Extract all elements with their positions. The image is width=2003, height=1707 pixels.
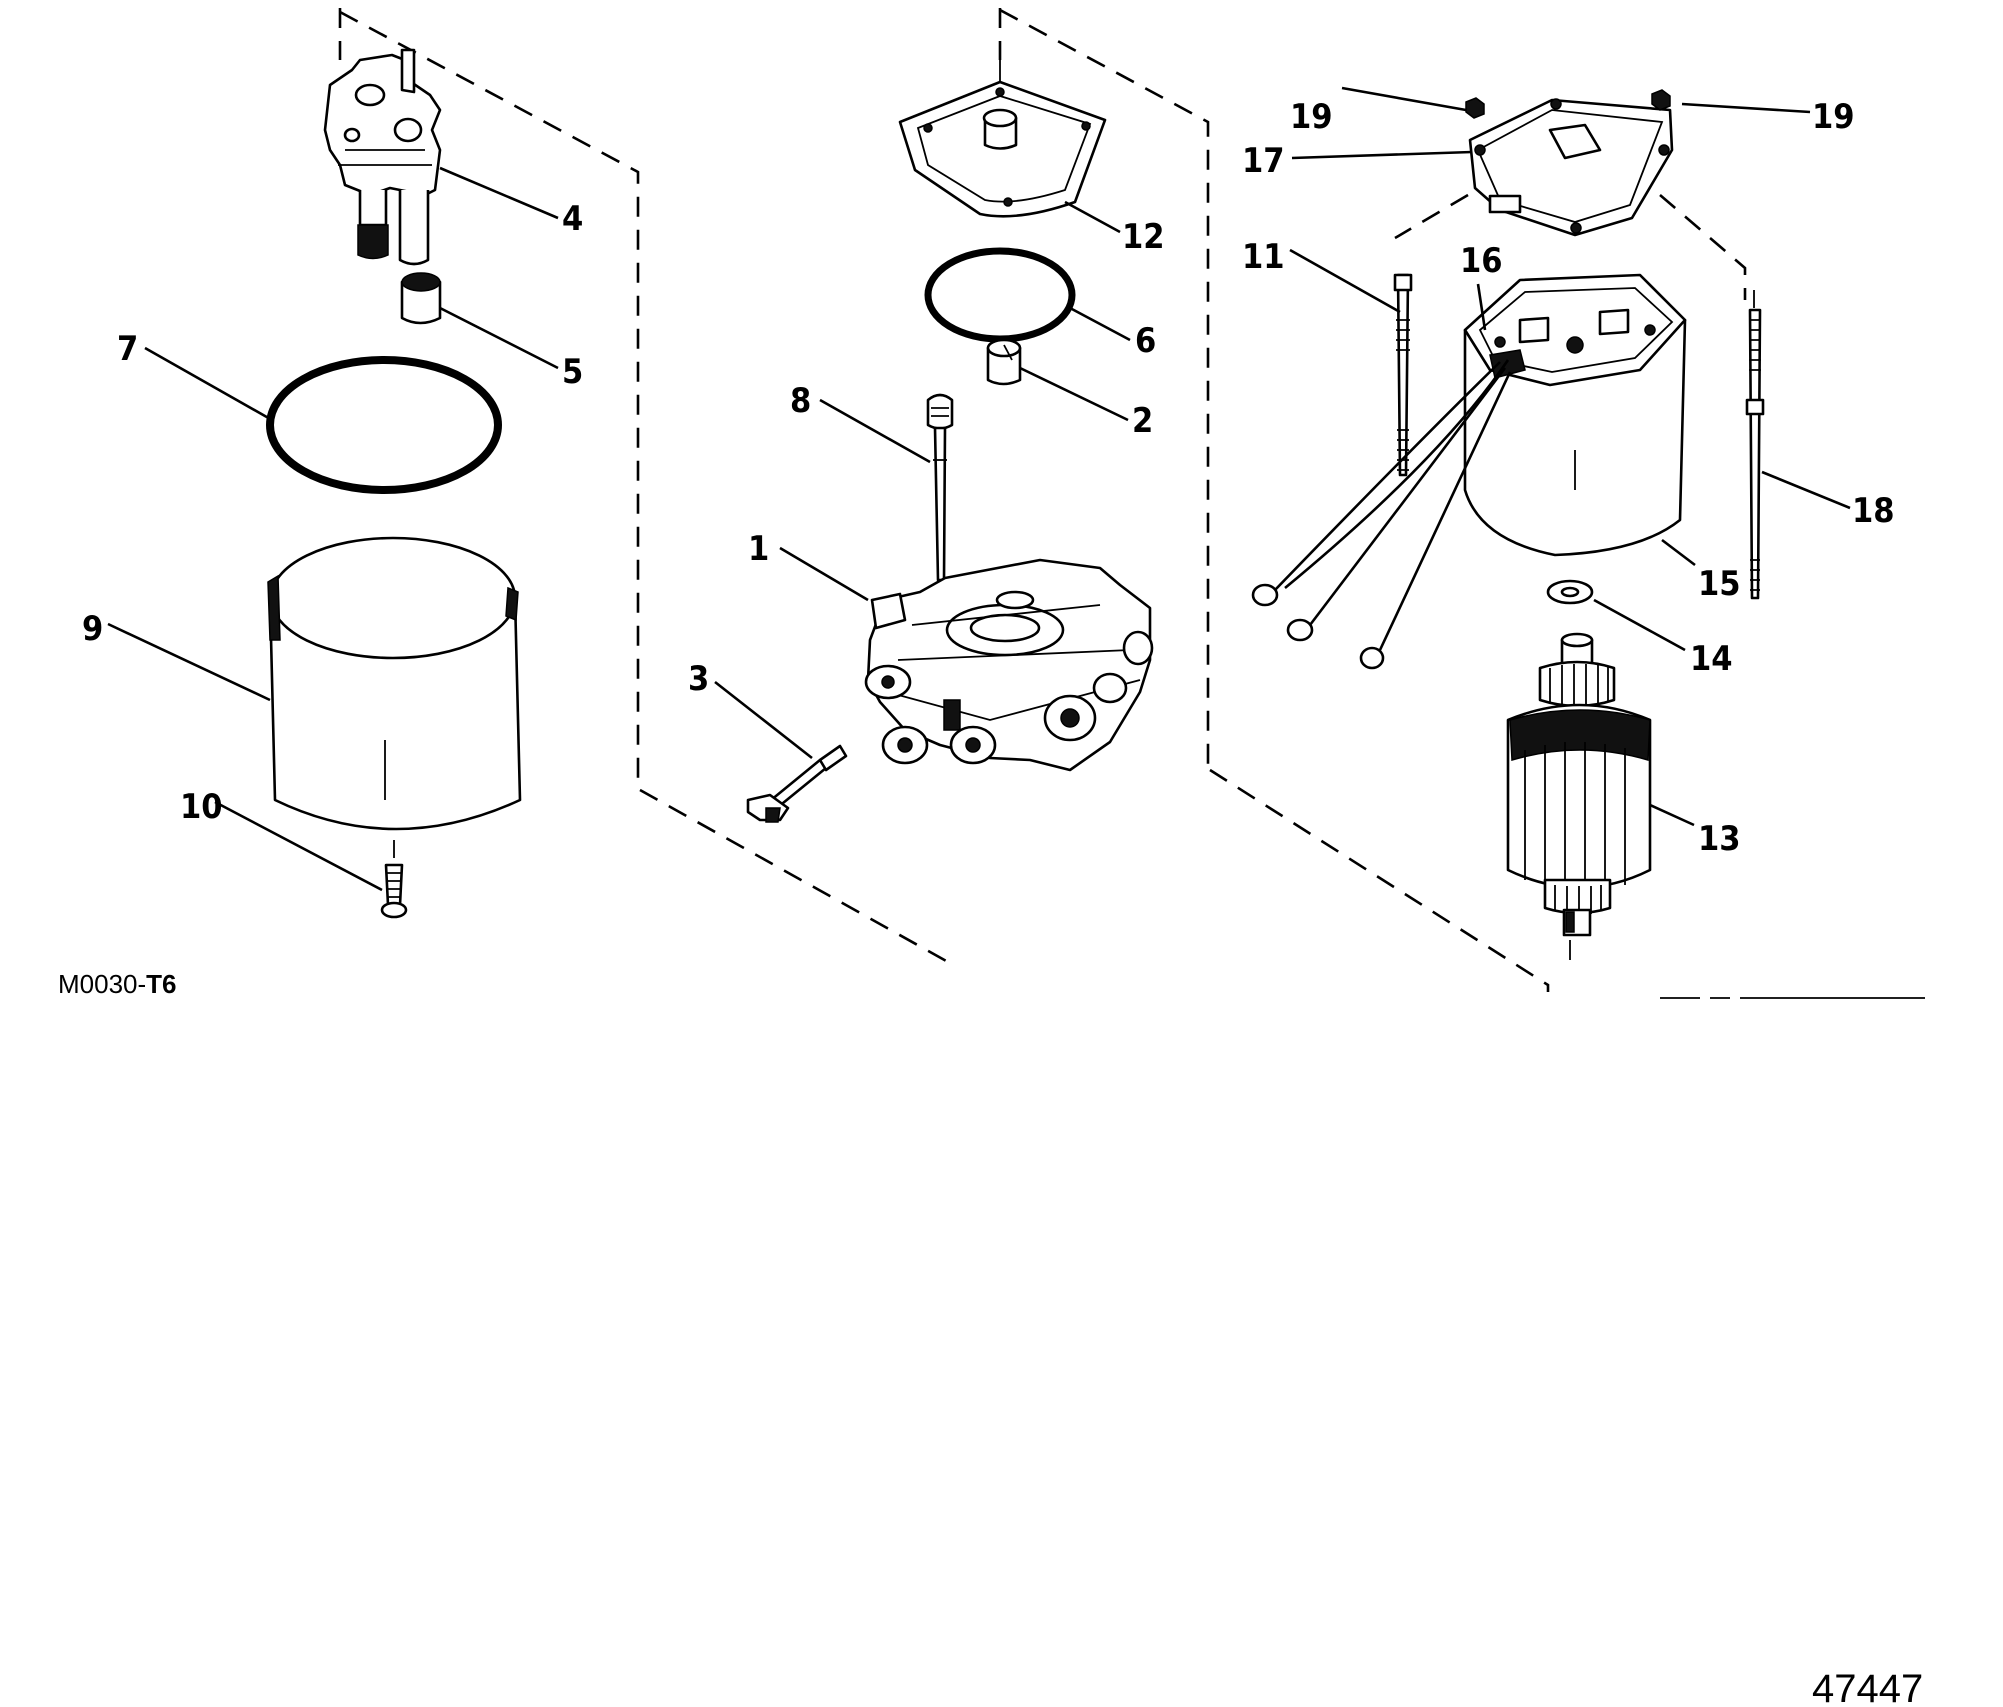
part-1-pump-body [864,558,1154,772]
part-7-o-ring [266,356,502,494]
callout-10: 10 [180,787,223,827]
motor-leads [1251,359,1512,670]
part-4-valve-block [323,48,442,266]
callout-19-left: 19 [1290,97,1333,137]
callout-8: 8 [790,381,811,421]
part-3-relief-valve [746,744,848,823]
part-2-valve-plug [986,338,1022,386]
figure-code: M0030-T6 [58,969,177,999]
part-15-motor-frame [1463,273,1687,557]
callout-2: 2 [1132,401,1153,441]
part-13-armature [1506,632,1652,960]
callout-19-right: 19 [1812,97,1855,137]
reservoir-assembly-outline [338,8,950,968]
callout-14: 14 [1690,639,1733,679]
part-14-washer [1546,579,1594,605]
callout-9: 9 [82,609,103,649]
part-9-reservoir [267,536,522,831]
part-18-through-bolt [1745,290,1765,600]
part-8-fill-screw [926,393,954,582]
part-5-plug [400,272,442,325]
part-19-nut-left [1465,97,1485,119]
callout-13: 13 [1698,819,1741,859]
callout-17: 17 [1242,141,1285,181]
part-17-end-cap [1468,98,1674,237]
figure-code-suffix: T6 [146,969,176,999]
part-6-o-ring [924,247,1076,343]
figure-code-prefix: M0030- [58,969,146,999]
pump-body-assembly-outline [998,8,1550,992]
callout-4: 4 [562,199,583,239]
callout-5: 5 [562,352,583,392]
part-19-nut-right [1651,89,1671,111]
part-11-through-bolt [1393,273,1413,477]
callout-6: 6 [1135,321,1156,361]
callout-11: 11 [1242,237,1285,277]
document-number: 47447 [1812,1667,1923,1707]
callout-15: 15 [1698,564,1741,604]
callout-16: 16 [1460,241,1503,281]
callout-18: 18 [1852,491,1895,531]
part-12-cover-plate [898,60,1107,218]
part-10-screw [380,840,408,919]
callout-7: 7 [117,329,138,369]
callout-12: 12 [1122,217,1165,257]
motor-assembly-outline [1394,193,1747,300]
callout-1: 1 [748,529,769,569]
leader-lines [107,86,1851,892]
callout-3: 3 [688,659,709,699]
